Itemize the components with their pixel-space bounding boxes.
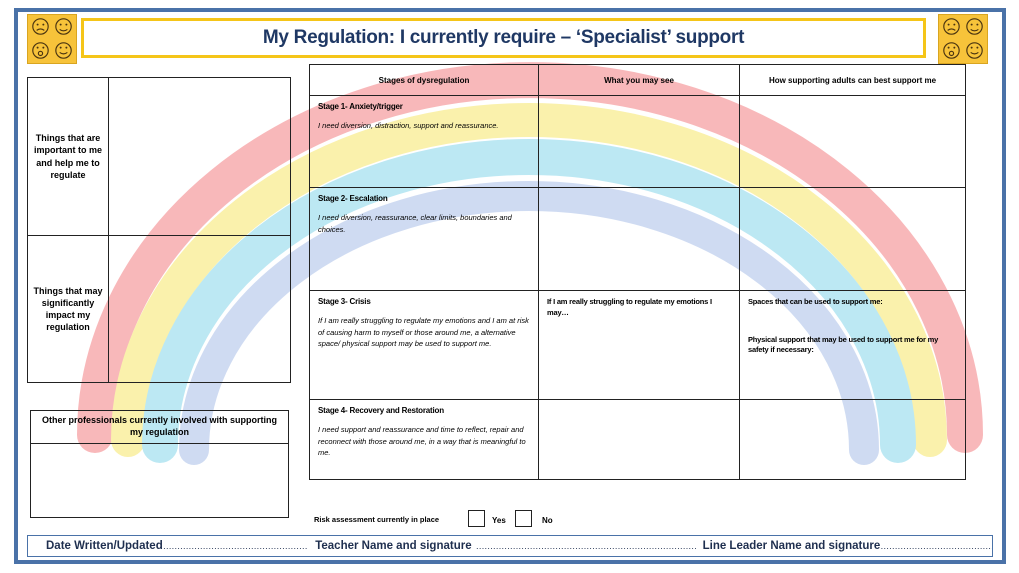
risk-yes-label: Yes — [492, 516, 506, 525]
header-what-you-may-see: What you may see — [538, 64, 740, 96]
title-banner: My Regulation: I currently require – ‘Sp… — [81, 18, 926, 58]
regulation-factors-table: Things that are important to me and help… — [27, 77, 291, 383]
stage-description: I need diversion, distraction, support a… — [318, 121, 499, 130]
what-you-may-see-cell[interactable]: If I am really struggling to regulate my… — [538, 290, 740, 400]
important-entry-cell[interactable] — [108, 77, 291, 236]
line-leader-signature-field[interactable]: …………………………………………………………… — [880, 541, 992, 551]
line-leader-signature-label: Line Leader Name and signature — [702, 540, 881, 552]
crisis-see-prompt: If I am really struggling to regulate my… — [547, 297, 712, 317]
stage-cell: Stage 2- Escalation I need diversion, re… — [309, 187, 539, 291]
stage-cell: Stage 1- Anxiety/trigger I need diversio… — [309, 95, 539, 188]
stage-title: Stage 3- Crisis — [318, 297, 371, 306]
table-row: Stage 1- Anxiety/trigger I need diversio… — [309, 95, 966, 188]
header-adult-support: How supporting adults can best support m… — [739, 64, 966, 96]
what-you-may-see-cell[interactable] — [538, 187, 740, 291]
teacher-signature-field[interactable]: …………………………………………………………………… — [475, 541, 698, 551]
page-title: My Regulation: I currently require – ‘Sp… — [262, 27, 745, 48]
adult-support-cell[interactable] — [739, 399, 966, 480]
stage-description: If I am really struggling to regulate my… — [318, 316, 529, 349]
physical-support-prompt: Physical support that may be used to sup… — [748, 334, 939, 355]
dysregulation-stages-table: Stages of dysregulation What you may see… — [309, 64, 966, 480]
stage-description: I need diversion, reassurance, clear lim… — [318, 213, 512, 234]
professionals-table: Other professionals currently involved w… — [30, 410, 289, 518]
adult-support-cell[interactable] — [739, 95, 966, 188]
what-you-may-see-cell[interactable] — [538, 399, 740, 480]
stage-cell: Stage 3- Crisis If I am really strugglin… — [309, 290, 539, 400]
risk-no-label: No — [542, 516, 553, 525]
header-stages: Stages of dysregulation — [309, 64, 539, 96]
stage-title: Stage 4- Recovery and Restoration — [318, 406, 444, 415]
emotion-faces-icon — [27, 14, 77, 64]
stage-description: I need support and reassurance and time … — [318, 425, 526, 458]
risk-yes-checkbox[interactable] — [468, 510, 485, 527]
stage-title: Stage 1- Anxiety/trigger — [318, 102, 403, 111]
adult-support-cell[interactable] — [739, 187, 966, 291]
important-label: Things that are important to me and help… — [27, 77, 109, 236]
stage-cell: Stage 4- Recovery and Restoration I need… — [309, 399, 539, 480]
risk-no-checkbox[interactable] — [515, 510, 532, 527]
date-written-label: Date Written/Updated — [46, 540, 163, 552]
what-you-may-see-cell[interactable] — [538, 95, 740, 188]
impact-label: Things that may significantly impact my … — [27, 235, 109, 383]
table-row: Stage 2- Escalation I need diversion, re… — [309, 187, 966, 291]
impact-entry-cell[interactable] — [108, 235, 291, 383]
teacher-signature-label: Teacher Name and signature — [315, 540, 472, 552]
risk-assessment-label: Risk assessment currently in place — [314, 515, 440, 524]
adult-support-cell[interactable]: Spaces that can be used to support me: P… — [739, 290, 966, 400]
spaces-prompt: Spaces that can be used to support me: — [748, 297, 883, 306]
professionals-entry-cell[interactable] — [30, 443, 289, 518]
table-row: Stage 3- Crisis If I am really strugglin… — [309, 290, 966, 400]
emotion-faces-icon — [938, 14, 988, 64]
professionals-label: Other professionals currently involved w… — [30, 410, 289, 444]
signature-footer: Date Written/Updated …………………………………………… T… — [27, 535, 993, 557]
date-written-field[interactable]: …………………………………………… — [162, 541, 308, 551]
table-row: Stage 4- Recovery and Restoration I need… — [309, 399, 966, 480]
stage-title: Stage 2- Escalation — [318, 194, 388, 203]
